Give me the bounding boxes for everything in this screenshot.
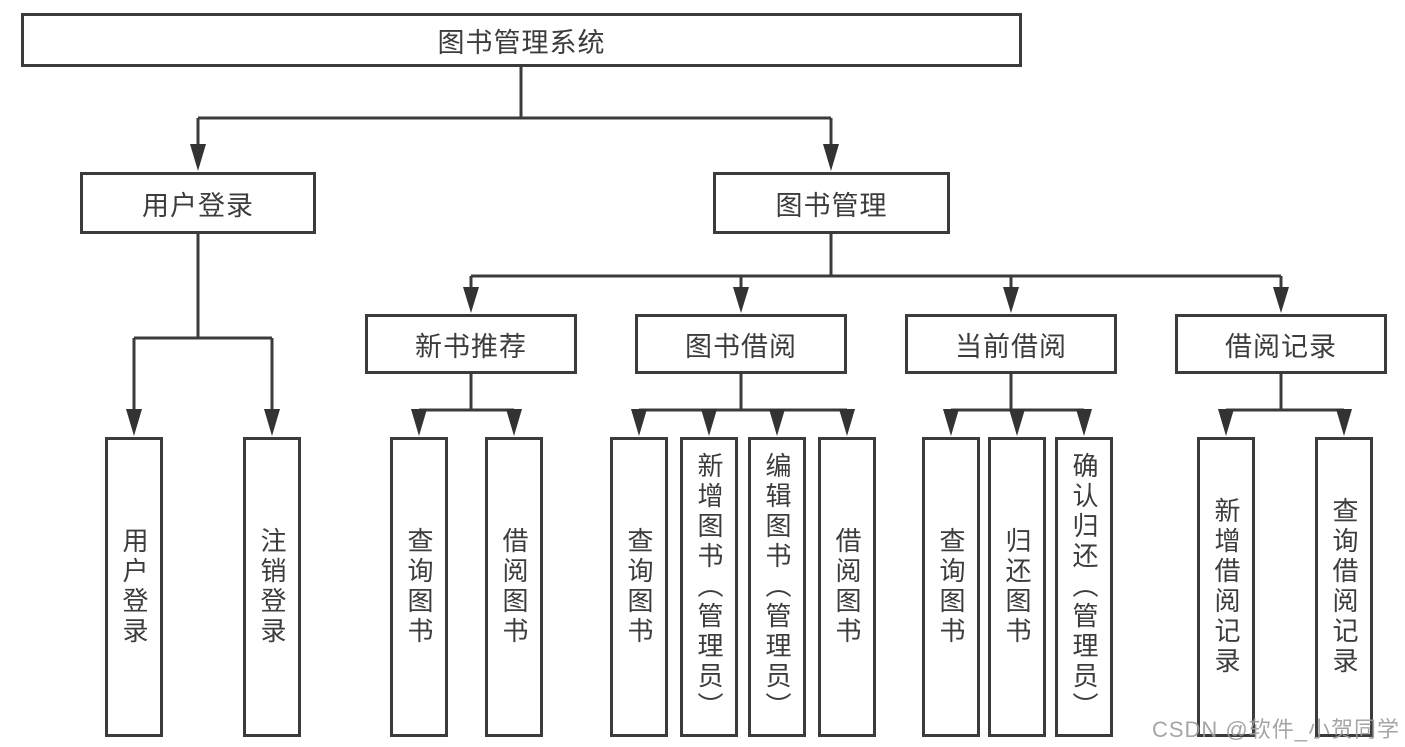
leaf-add-borrow-record: 新增借阅记录 [1197, 437, 1255, 737]
leaf-confirm-return-admin-label: 确认归还（管理员） [1069, 452, 1099, 722]
leaf-return-books-label: 归还图书 [1002, 527, 1032, 647]
node-borrow-records: 借阅记录 [1175, 314, 1387, 374]
arrowhead [264, 409, 280, 436]
leaf-borrow-books: 借阅图书 [818, 437, 876, 737]
node-current-borrow-label: 当前借阅 [955, 331, 1067, 362]
node-user-login: 用户登录 [80, 172, 316, 234]
arrowhead [631, 409, 647, 436]
leaf-borrow-books-recommend: 借阅图书 [485, 437, 543, 737]
connector-root-to-level2 [196, 67, 833, 150]
arrowhead [1273, 287, 1289, 313]
node-root: 图书管理系统 [21, 13, 1022, 67]
leaf-return-books: 归还图书 [988, 437, 1046, 737]
leaf-query-books-borrow-label: 查询图书 [624, 527, 654, 647]
leaf-query-books-current-label: 查询图书 [936, 527, 966, 647]
node-borrow-records-label: 借阅记录 [1225, 331, 1337, 362]
leaf-add-borrow-record-label: 新增借阅记录 [1211, 497, 1241, 677]
node-new-book-recommend: 新书推荐 [365, 314, 577, 374]
leaf-user-login-label: 用户登录 [119, 527, 149, 647]
node-user-login-label: 用户登录 [142, 190, 254, 221]
node-current-borrow: 当前借阅 [905, 314, 1117, 374]
arrowhead [1009, 409, 1025, 436]
leaf-add-book-admin: 新增图书（管理员） [680, 437, 738, 737]
leaf-borrow-books-recommend-label: 借阅图书 [499, 527, 529, 647]
node-root-label: 图书管理系统 [437, 27, 606, 58]
leaf-confirm-return-admin: 确认归还（管理员） [1055, 437, 1113, 737]
leaf-query-books-current: 查询图书 [922, 437, 980, 737]
arrowhead [1218, 409, 1234, 436]
leaf-borrow-books-label: 借阅图书 [832, 527, 862, 647]
arrowhead [1336, 409, 1352, 436]
connector-borrowrecords-to-leaves [1224, 374, 1346, 414]
connector-userlogin-to-leaves [132, 234, 274, 414]
connector-bookborrow-to-leaves [637, 374, 849, 414]
connector-newbookrec-to-leaves [417, 374, 516, 414]
node-new-book-recommend-label: 新书推荐 [415, 331, 527, 362]
leaf-query-books-recommend: 查询图书 [390, 437, 448, 737]
arrowhead [1076, 409, 1092, 436]
connector-bookmgmt-to-level3 [469, 234, 1283, 291]
arrowhead [411, 409, 427, 436]
leaf-logout: 注销登录 [243, 437, 301, 737]
leaf-logout-label: 注销登录 [257, 527, 287, 647]
node-book-borrow: 图书借阅 [635, 314, 847, 374]
arrowhead [463, 287, 479, 313]
csdn-watermark: CSDN @软件_小贺同学 [1151, 717, 1400, 742]
arrowhead [769, 409, 785, 436]
arrowhead [733, 287, 749, 313]
node-book-management: 图书管理 [713, 172, 950, 234]
arrowhead [126, 409, 142, 436]
node-book-management-label: 图书管理 [775, 190, 888, 221]
leaf-query-books-borrow: 查询图书 [610, 437, 668, 737]
arrowhead [823, 144, 839, 171]
leaf-add-book-admin-label: 新增图书（管理员） [694, 452, 724, 722]
leaf-query-borrow-record: 查询借阅记录 [1315, 437, 1373, 737]
arrowhead [943, 409, 959, 436]
leaf-query-books-recommend-label: 查询图书 [404, 527, 434, 647]
connector-currentborrow-to-leaves [949, 374, 1086, 414]
arrowhead [1003, 287, 1019, 313]
leaf-edit-book-admin-label: 编辑图书（管理员） [762, 452, 792, 722]
arrowhead [839, 409, 855, 436]
leaf-edit-book-admin: 编辑图书（管理员） [748, 437, 806, 737]
arrowhead [506, 409, 522, 436]
leaf-user-login: 用户登录 [105, 437, 163, 737]
arrowhead [190, 144, 206, 171]
arrowhead [701, 409, 717, 436]
leaf-query-borrow-record-label: 查询借阅记录 [1329, 497, 1359, 677]
node-book-borrow-label: 图书借阅 [685, 331, 797, 362]
